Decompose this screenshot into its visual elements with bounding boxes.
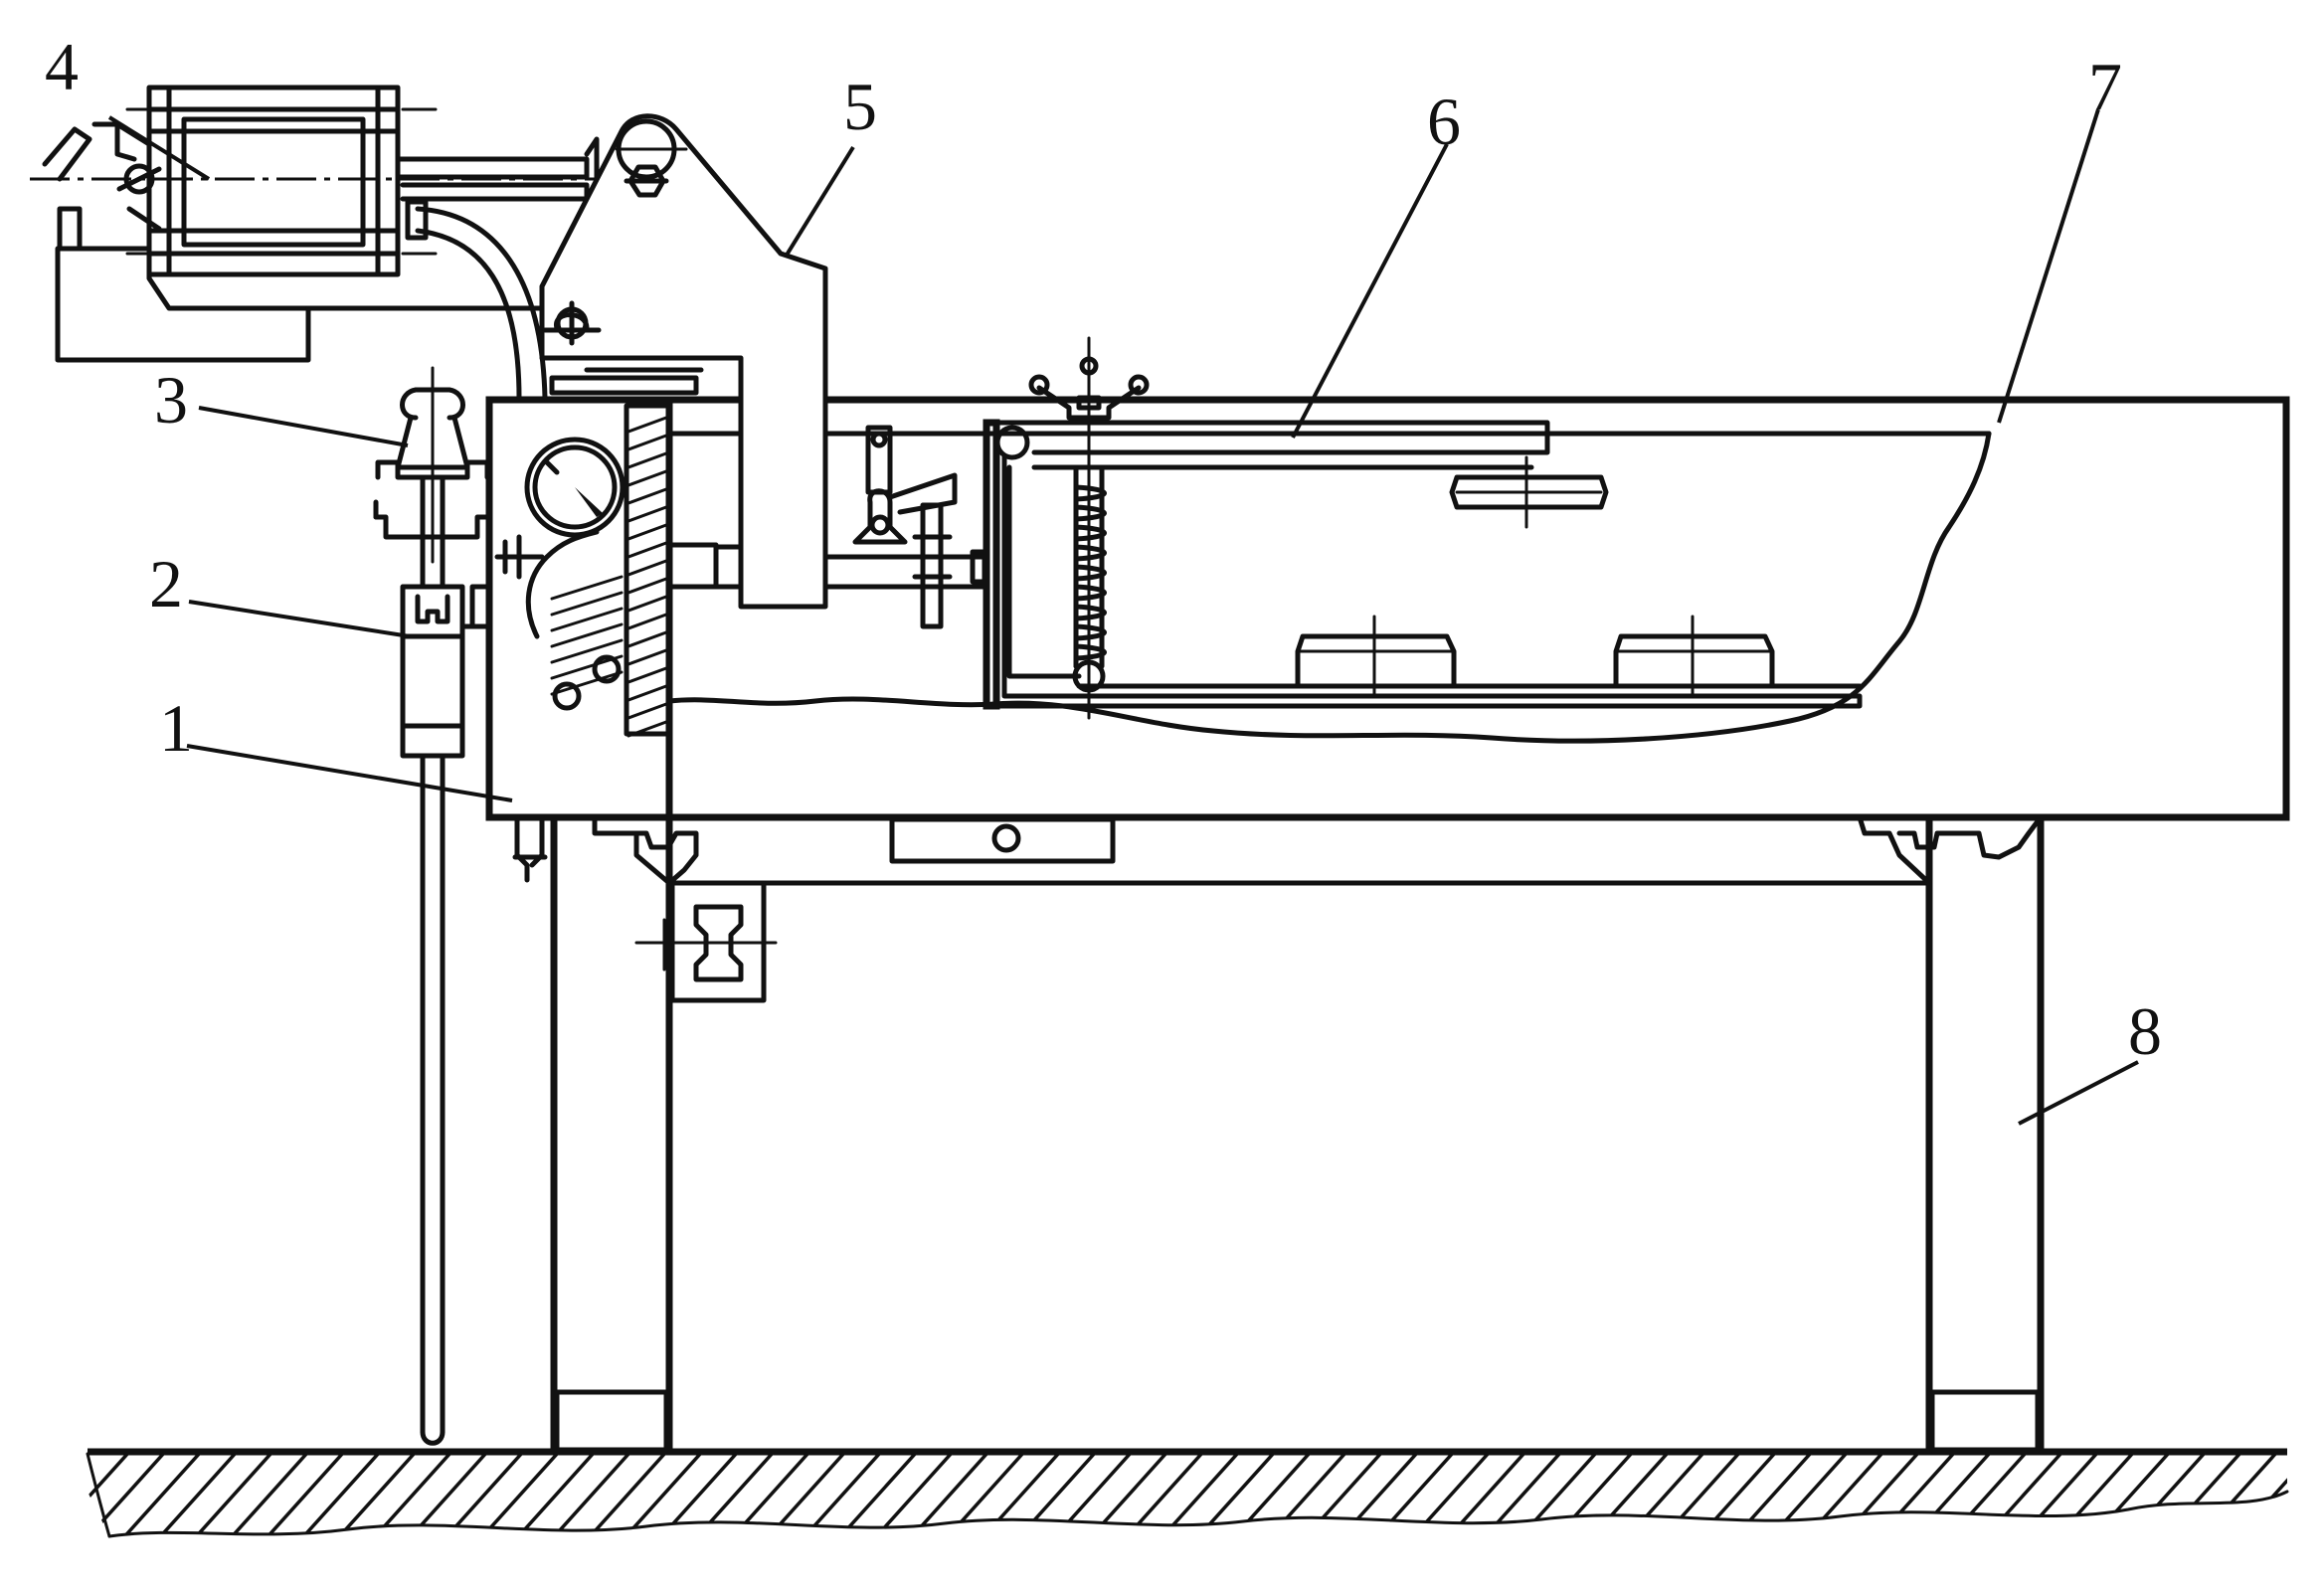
coil-hatching	[550, 416, 668, 738]
leader-3	[198, 406, 409, 447]
valve-lever	[852, 425, 990, 629]
callout-6: 6	[1427, 84, 1461, 159]
leader-4	[107, 115, 211, 181]
control-box	[485, 396, 673, 883]
callout-5: 5	[843, 69, 877, 144]
leader-8	[2018, 1060, 2139, 1126]
clamp-frame	[983, 336, 1863, 720]
floor-hatching	[88, 1452, 2287, 1536]
callout-8: 8	[2128, 993, 2162, 1069]
leader-1	[186, 744, 513, 802]
leader-6	[1291, 143, 1449, 439]
burner-assembly	[373, 366, 492, 1446]
callout-2: 2	[149, 546, 183, 621]
leader-7	[1997, 108, 2100, 424]
floor	[86, 1448, 2289, 1538]
callout-1: 1	[159, 690, 193, 766]
leader-lines	[107, 108, 2139, 1126]
callout-3: 3	[154, 362, 188, 438]
support-frame	[550, 813, 2045, 1456]
leader-2	[188, 600, 411, 638]
tank-box	[665, 396, 2290, 821]
callout-4: 4	[45, 29, 79, 104]
column-arm	[539, 113, 987, 610]
leader-5	[784, 145, 855, 259]
callout-7: 7	[2088, 49, 2122, 124]
callouts: 1 2 3 4 5 6 7 8	[45, 29, 2162, 1069]
